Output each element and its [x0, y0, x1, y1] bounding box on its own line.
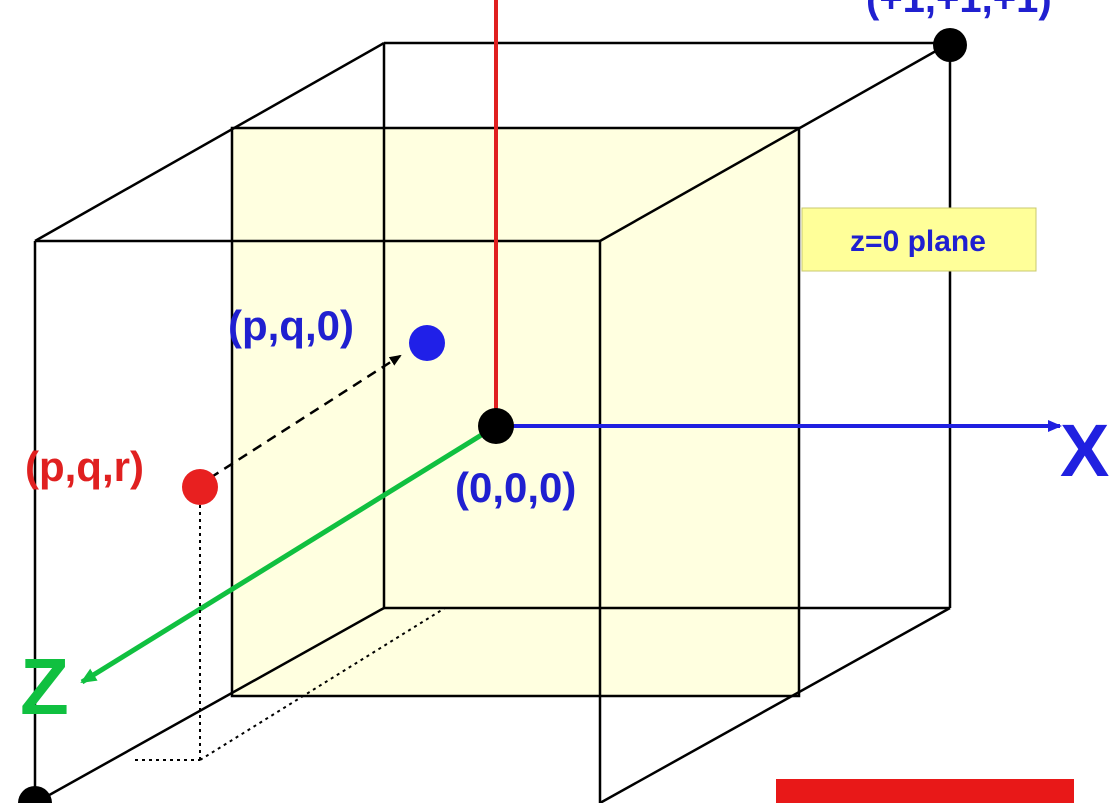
dotted-guides [135, 498, 446, 761]
z-axis-label: Z [20, 642, 69, 731]
cube-back-face [382, 41, 952, 610]
pqr-label: (p,q,r) [25, 443, 144, 490]
projection-arrow [209, 354, 402, 480]
corner-point-top [933, 28, 967, 62]
point-pqr [182, 469, 218, 505]
origin-point [478, 408, 514, 444]
cube-connecting-edges [34, 41, 951, 805]
plane-label-box [801, 207, 1037, 272]
x-axis-label: X [1060, 409, 1109, 492]
cube-front-face [33, 239, 602, 803]
bottom-badge [776, 779, 1074, 808]
top-corner-label: (+1,+1,+1) [866, 0, 1052, 21]
pq0-label: (p,q,0) [228, 302, 354, 349]
origin-label: (0,0,0) [455, 464, 576, 511]
point-pq0 [409, 325, 445, 361]
z0-plane [230, 126, 801, 698]
plane-label: z=0 plane [850, 225, 986, 258]
corner-point-bottom [18, 786, 52, 808]
z-axis [80, 423, 498, 685]
